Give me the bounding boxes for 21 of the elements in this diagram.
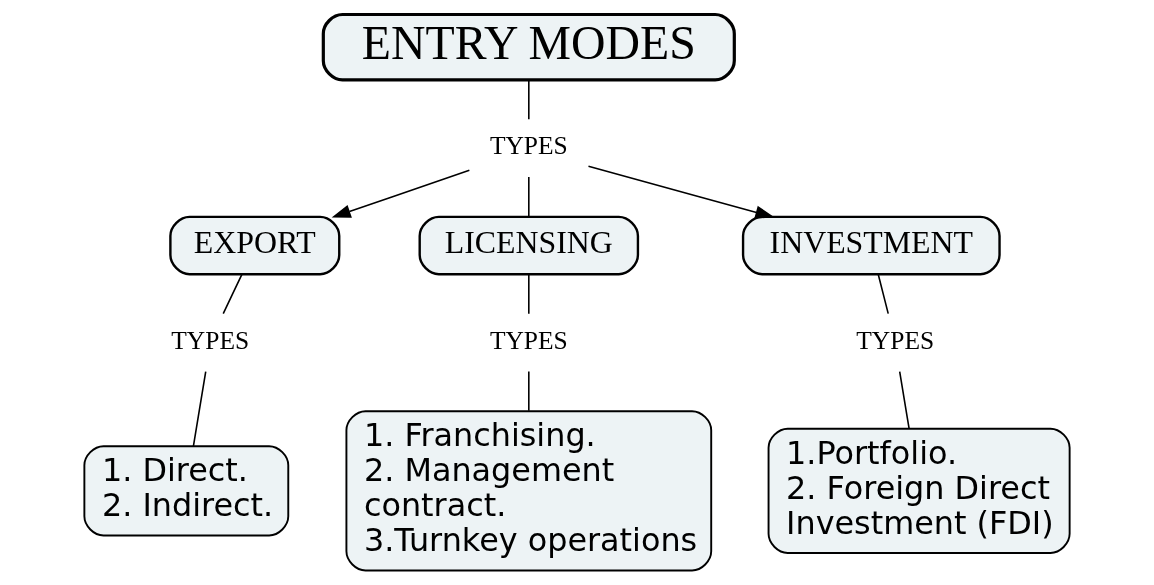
connector — [898, 370, 910, 430]
connector — [877, 273, 889, 315]
connector — [192, 370, 207, 447]
node-box: LICENSING — [418, 215, 640, 276]
arrow — [331, 169, 471, 218]
node-text: TYPES — [171, 325, 250, 355]
node-box: EXPORT — [169, 215, 341, 276]
node-box: INVESTMENT — [741, 215, 1001, 276]
node-text: TYPES — [856, 325, 935, 355]
connector — [528, 79, 530, 121]
node-text: TYPES — [489, 131, 568, 161]
connector — [528, 370, 530, 412]
node-box: ENTRY MODES — [321, 12, 736, 82]
connector — [528, 176, 530, 218]
connector — [222, 273, 243, 315]
connector — [528, 273, 530, 315]
arrow — [587, 165, 775, 219]
node-box: 1.Portfolio. 2. Foreign Direct Investment (FDI) — [767, 427, 1071, 554]
node-text: TYPES — [489, 325, 568, 355]
node-box: 1. Franchising. 2. Management contract. 3.Turnkey operations — [345, 410, 713, 572]
node-box: 1. Direct. 2. Indirect. — [83, 445, 290, 537]
